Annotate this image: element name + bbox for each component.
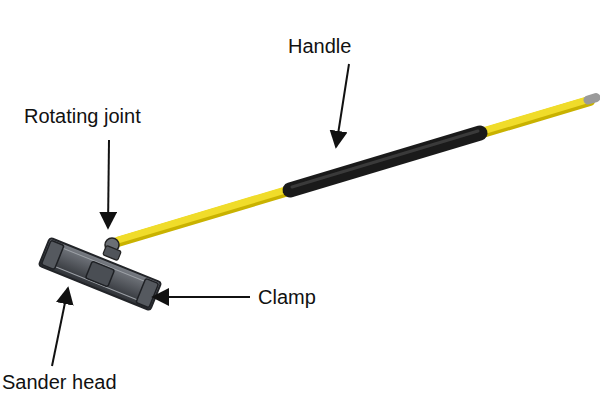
- part-label: Sander head: [2, 370, 117, 394]
- part-label: Handle: [288, 34, 351, 58]
- joint-bracket: [103, 245, 122, 260]
- leader-arrow: [153, 296, 250, 298]
- foam-grip: [290, 133, 480, 190]
- leader-arrow: [52, 288, 68, 366]
- end-cap: [588, 98, 596, 100]
- part-label: Rotating joint: [24, 104, 141, 128]
- sander-head-drawing: [39, 238, 162, 311]
- part-label: Clamp: [258, 285, 316, 309]
- pole: [118, 99, 590, 240]
- grip-highlight: [292, 131, 478, 187]
- leader-arrow: [108, 140, 109, 228]
- leader-arrow: [336, 64, 349, 147]
